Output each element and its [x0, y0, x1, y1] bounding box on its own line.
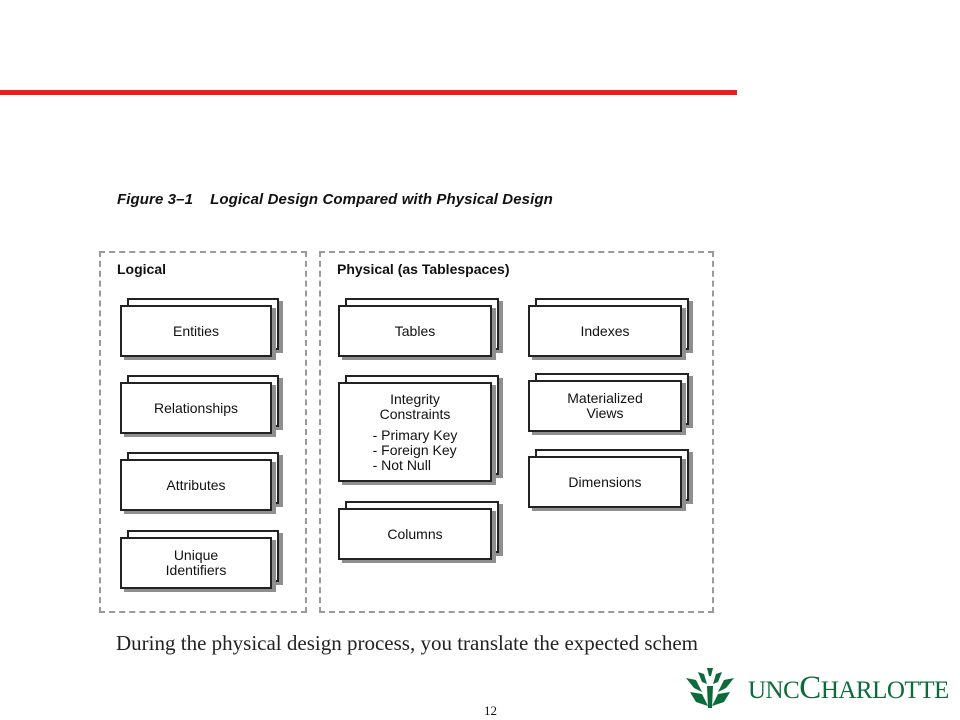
constraint-item: - Primary Key [372, 426, 458, 443]
attributes-label: Attributes [166, 476, 226, 493]
unc-charlotte-logo: UNCCHARLOTTE [680, 666, 949, 710]
relationships-label: Relationships [153, 399, 239, 416]
logical-group: Logical [99, 251, 307, 613]
unique-identifiers-label-1: Unique [173, 547, 219, 563]
body-text: During the physical design process, you … [116, 631, 698, 655]
logical-title: Logical [117, 261, 167, 277]
materialized-views-label-1: Materialized [567, 390, 643, 406]
tables-label: Tables [394, 322, 436, 339]
figure-caption: Figure 3–1 Logical Design Compared with … [117, 191, 553, 208]
integrity-label-1: Integrity [390, 390, 440, 407]
crown-icon [686, 668, 734, 708]
physical-title: Physical (as Tablespaces) [337, 261, 510, 277]
physical-group: Physical (as Tablespaces) [319, 251, 714, 613]
unique-identifiers-label-2: Identifiers [165, 562, 227, 578]
materialized-views-label-2: Views [586, 405, 624, 421]
constraint-list: - Primary Key - Foreign Key - Not Null [372, 426, 458, 473]
title-underline [0, 90, 737, 95]
dimensions-label: Dimensions [568, 473, 642, 490]
columns-label: Columns [387, 525, 443, 542]
constraint-item: - Not Null [372, 456, 431, 473]
logo-text: UNCCHARLOTTE [748, 669, 949, 706]
constraint-item: - Foreign Key [372, 441, 457, 458]
entities-label: Entities [173, 322, 219, 339]
indexes-label: Indexes [580, 322, 630, 339]
page-number: 12 [484, 703, 497, 718]
integrity-label-2: Constraints [379, 405, 451, 422]
